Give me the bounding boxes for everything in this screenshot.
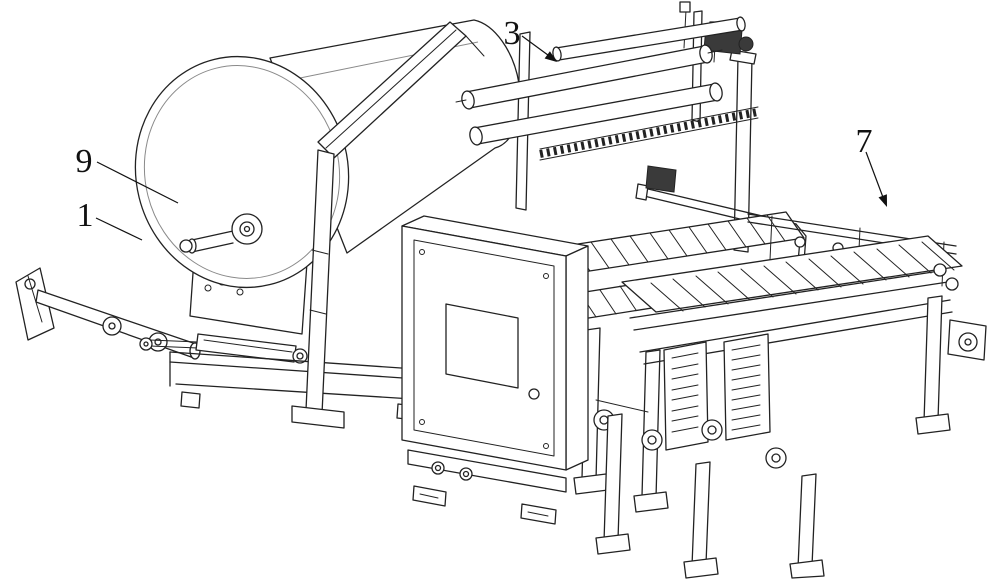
rewinding-roller-unit: [455, 1, 809, 273]
leader-7: [865, 151, 885, 201]
leader-9: [96, 161, 179, 204]
leader-lines: [95, 35, 887, 241]
leader-3-arrowhead: [544, 51, 557, 62]
ref-label-7: 7: [856, 123, 873, 160]
leader-3: [521, 35, 553, 59]
cabinet-handle: [528, 388, 540, 400]
leader-1: [95, 217, 143, 241]
tilt-arm-assembly: [15, 267, 308, 364]
leader-7-arrowhead: [878, 194, 887, 207]
ref-label-9: 9: [76, 143, 93, 180]
unwind-shaft-chuck: [179, 213, 263, 254]
cabinet-window: [445, 303, 519, 389]
ref-label-1: 1: [77, 197, 94, 234]
ref-label-3: 3: [504, 15, 521, 52]
vent-panel-left: [663, 341, 709, 451]
outfeed-conveyor: [595, 213, 987, 579]
control-cabinet: [401, 215, 589, 525]
cabinet-door: [413, 239, 555, 457]
unwind-stand-frame: [291, 21, 485, 429]
